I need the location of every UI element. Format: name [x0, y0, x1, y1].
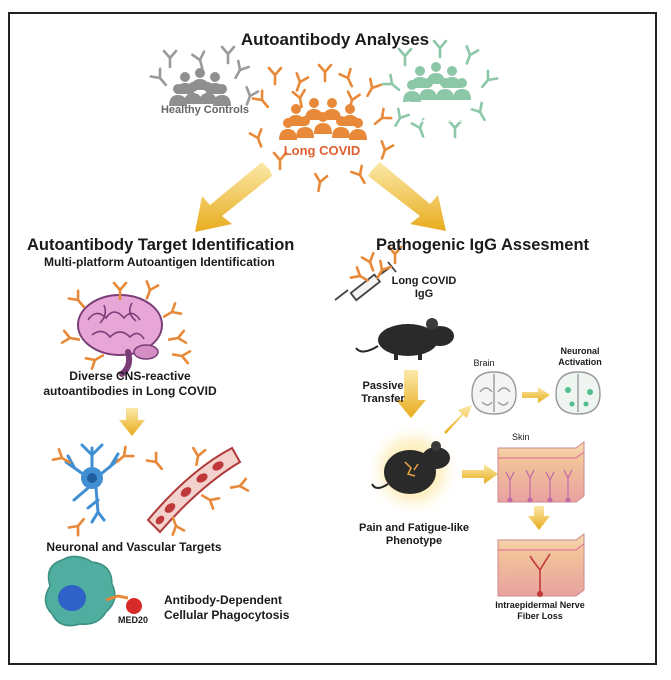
igg-label-2: IgG	[414, 288, 434, 300]
vessel-illustration	[146, 446, 242, 534]
arrow-left	[195, 162, 272, 232]
neuron-illustration	[64, 443, 120, 524]
arrow-to-brain	[444, 405, 472, 434]
phenotype-label-2: Phenotype	[385, 535, 443, 547]
brain-caption-2: autoantibodies in Long COVID	[43, 384, 217, 398]
phenotype-mouse-icon	[371, 441, 450, 494]
figure-frame	[8, 12, 657, 665]
adcp-caption-1: Antibody-Dependent	[164, 593, 282, 607]
brain-illustration	[77, 294, 163, 377]
skin-block-healthy	[497, 441, 585, 503]
nerve-loss-label-1: Intraepidermal Nerve	[495, 600, 585, 610]
mouse-icon	[355, 318, 454, 360]
left-heading: Autoantibody Target Identification	[27, 236, 295, 254]
right-heading: Pathogenic IgG Assesment	[376, 236, 590, 254]
adcp-caption-2: Cellular Phagocytosis	[164, 608, 290, 622]
brain-label: Brain	[473, 358, 495, 368]
skin-block-fiber-loss	[497, 533, 585, 597]
arrow-to-skin	[462, 464, 498, 484]
nerve-loss-label-2: Fiber Loss	[517, 611, 563, 621]
arrow-skin-down	[528, 506, 550, 530]
convalescent-label-1: Convalescent	[404, 100, 476, 112]
convalescent-label-2: Controls	[417, 113, 463, 125]
brain-caption-1: Diverse CNS-reactive	[69, 369, 191, 383]
med20-label: MED20	[118, 615, 149, 625]
arrow-brain-activation	[522, 387, 550, 403]
passive-transfer-2: Transfer	[361, 393, 405, 405]
activation-label-1: Neuronal	[560, 346, 600, 356]
arrow-down-right	[396, 370, 426, 418]
skin-label: Skin	[512, 432, 530, 442]
brain-activation-icon	[555, 371, 601, 415]
brain-section-icon	[471, 371, 517, 415]
healthy-controls-label: Healthy Controls	[160, 104, 250, 116]
healthy-controls-cluster	[149, 45, 260, 108]
arrow-right	[368, 162, 446, 231]
passive-transfer-1: Passive	[362, 380, 404, 392]
phenotype-label-1: Pain and Fatigue-like	[358, 522, 470, 534]
left-subheading: Multi-platform Autoantigen Identificatio…	[44, 255, 275, 269]
figure-title: Autoantibody Analyses	[240, 30, 430, 49]
activation-label-2: Activation	[558, 357, 602, 367]
targets-caption: Neuronal and Vascular Targets	[46, 540, 222, 554]
arrow-down-left	[119, 408, 145, 436]
long-covid-label: Long COVID	[283, 143, 361, 158]
phagocyte-illustration	[44, 555, 142, 627]
igg-label-1: Long COVID	[391, 275, 457, 287]
